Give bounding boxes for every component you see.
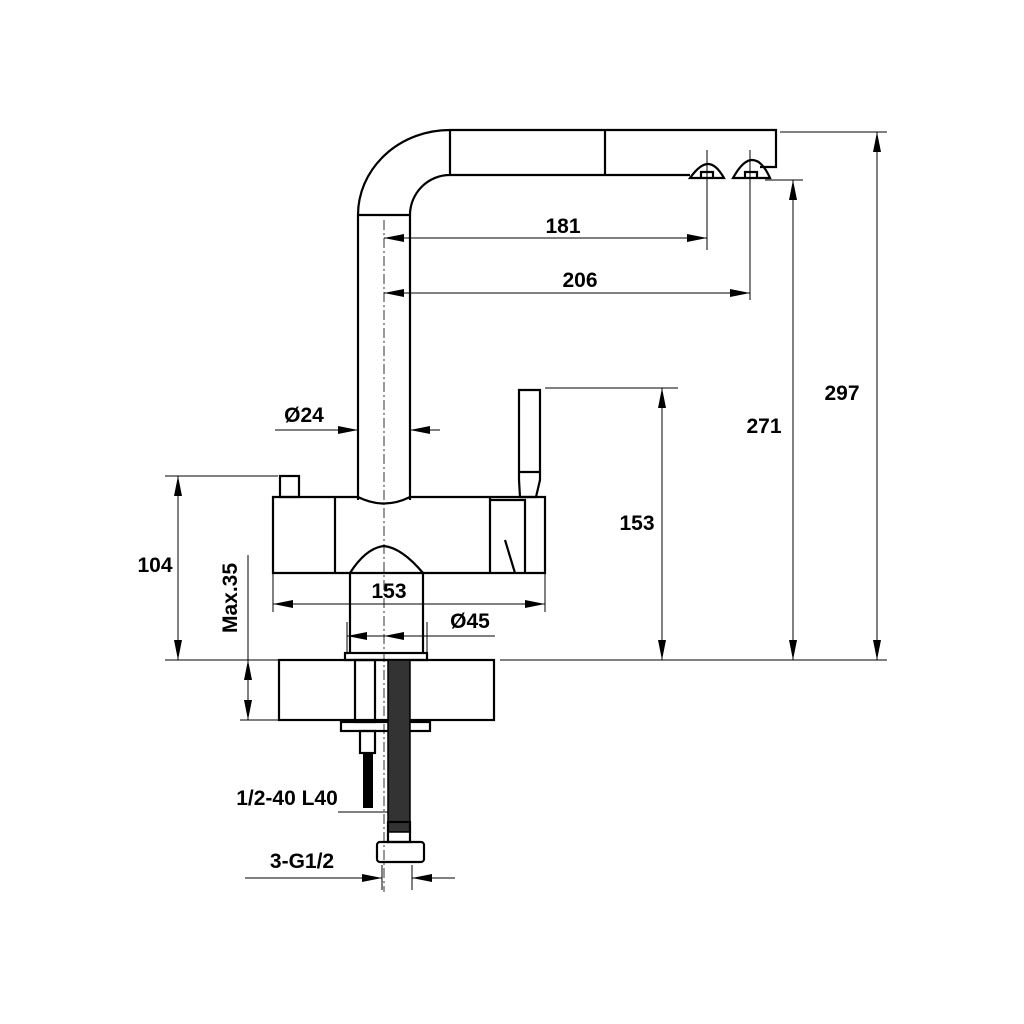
faucet-outline: [271, 128, 778, 864]
dim-153-handle: 153: [619, 512, 654, 535]
handle-lever: [517, 388, 542, 499]
aerator-1: [687, 162, 726, 180]
dim-271: 271: [746, 415, 781, 438]
hose-nut: [375, 840, 426, 864]
threaded-rod: [363, 753, 373, 808]
aerator-2: [731, 158, 772, 180]
dimension-lines: [165, 131, 887, 890]
dim-max35: Max.35: [219, 563, 242, 633]
faucet-body: [271, 495, 547, 575]
center-lines: [383, 150, 751, 892]
label-hose-connection: 3-G1/2: [270, 850, 334, 873]
dimension-labels: 181 206 297 271 153 104 Ø24 153 Ø45 Max.…: [137, 215, 859, 873]
dim-d24: Ø24: [284, 404, 324, 427]
countertop: [277, 658, 496, 722]
rod-sleeve: [353, 658, 377, 724]
dim-153-body: 153: [371, 580, 406, 603]
side-knob: [278, 474, 301, 499]
spout: [356, 128, 778, 500]
dim-181: 181: [545, 215, 580, 238]
dim-297: 297: [824, 382, 859, 405]
braided-hose: [387, 659, 411, 833]
dim-104: 104: [137, 554, 172, 577]
label-mounting-rod: 1/2-40 L40: [236, 787, 338, 810]
dim-d45: Ø45: [450, 610, 490, 633]
rod-nut: [358, 729, 377, 755]
dim-206: 206: [562, 269, 597, 292]
bottom-flange: [339, 720, 432, 733]
